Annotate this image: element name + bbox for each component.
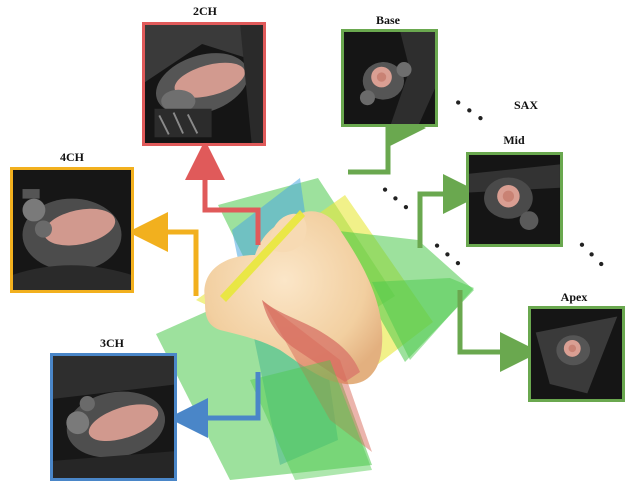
panel-2ch-image bbox=[142, 22, 266, 146]
mri-apex-slice bbox=[531, 309, 622, 399]
arrow-2ch bbox=[185, 140, 261, 245]
label-4ch: 4CH bbox=[60, 150, 84, 164]
arrow-3ch bbox=[168, 372, 261, 438]
panel-3ch-image bbox=[50, 353, 177, 481]
plane-red bbox=[262, 300, 372, 452]
heart-surface bbox=[204, 211, 383, 385]
panel-mid-image bbox=[466, 152, 563, 247]
panel-base-image bbox=[341, 29, 438, 127]
mri-mid-slice bbox=[469, 155, 560, 244]
mri-4ch-slice bbox=[13, 170, 131, 290]
label-sax: SAX bbox=[513, 98, 538, 112]
label-mid: Mid bbox=[503, 133, 525, 147]
label-base: Base bbox=[376, 13, 400, 27]
plane-green-far-right bbox=[372, 278, 474, 360]
arrow-4ch bbox=[128, 212, 199, 296]
label-apex: Apex bbox=[560, 290, 588, 304]
label-3ch: 3CH bbox=[100, 336, 124, 350]
plane-green-front bbox=[250, 360, 372, 480]
plane-yellow-sliver bbox=[220, 210, 305, 302]
arrow-apex bbox=[457, 290, 540, 372]
mri-base-slice bbox=[344, 32, 435, 124]
arrow-mid bbox=[417, 174, 483, 248]
label-2ch: 2CH bbox=[193, 4, 217, 18]
mri-3ch-slice bbox=[53, 356, 174, 478]
panel-4ch-image bbox=[10, 167, 134, 293]
arrow-base bbox=[348, 108, 426, 175]
mri-2ch-slice bbox=[145, 25, 263, 143]
panel-apex-image bbox=[528, 306, 625, 402]
